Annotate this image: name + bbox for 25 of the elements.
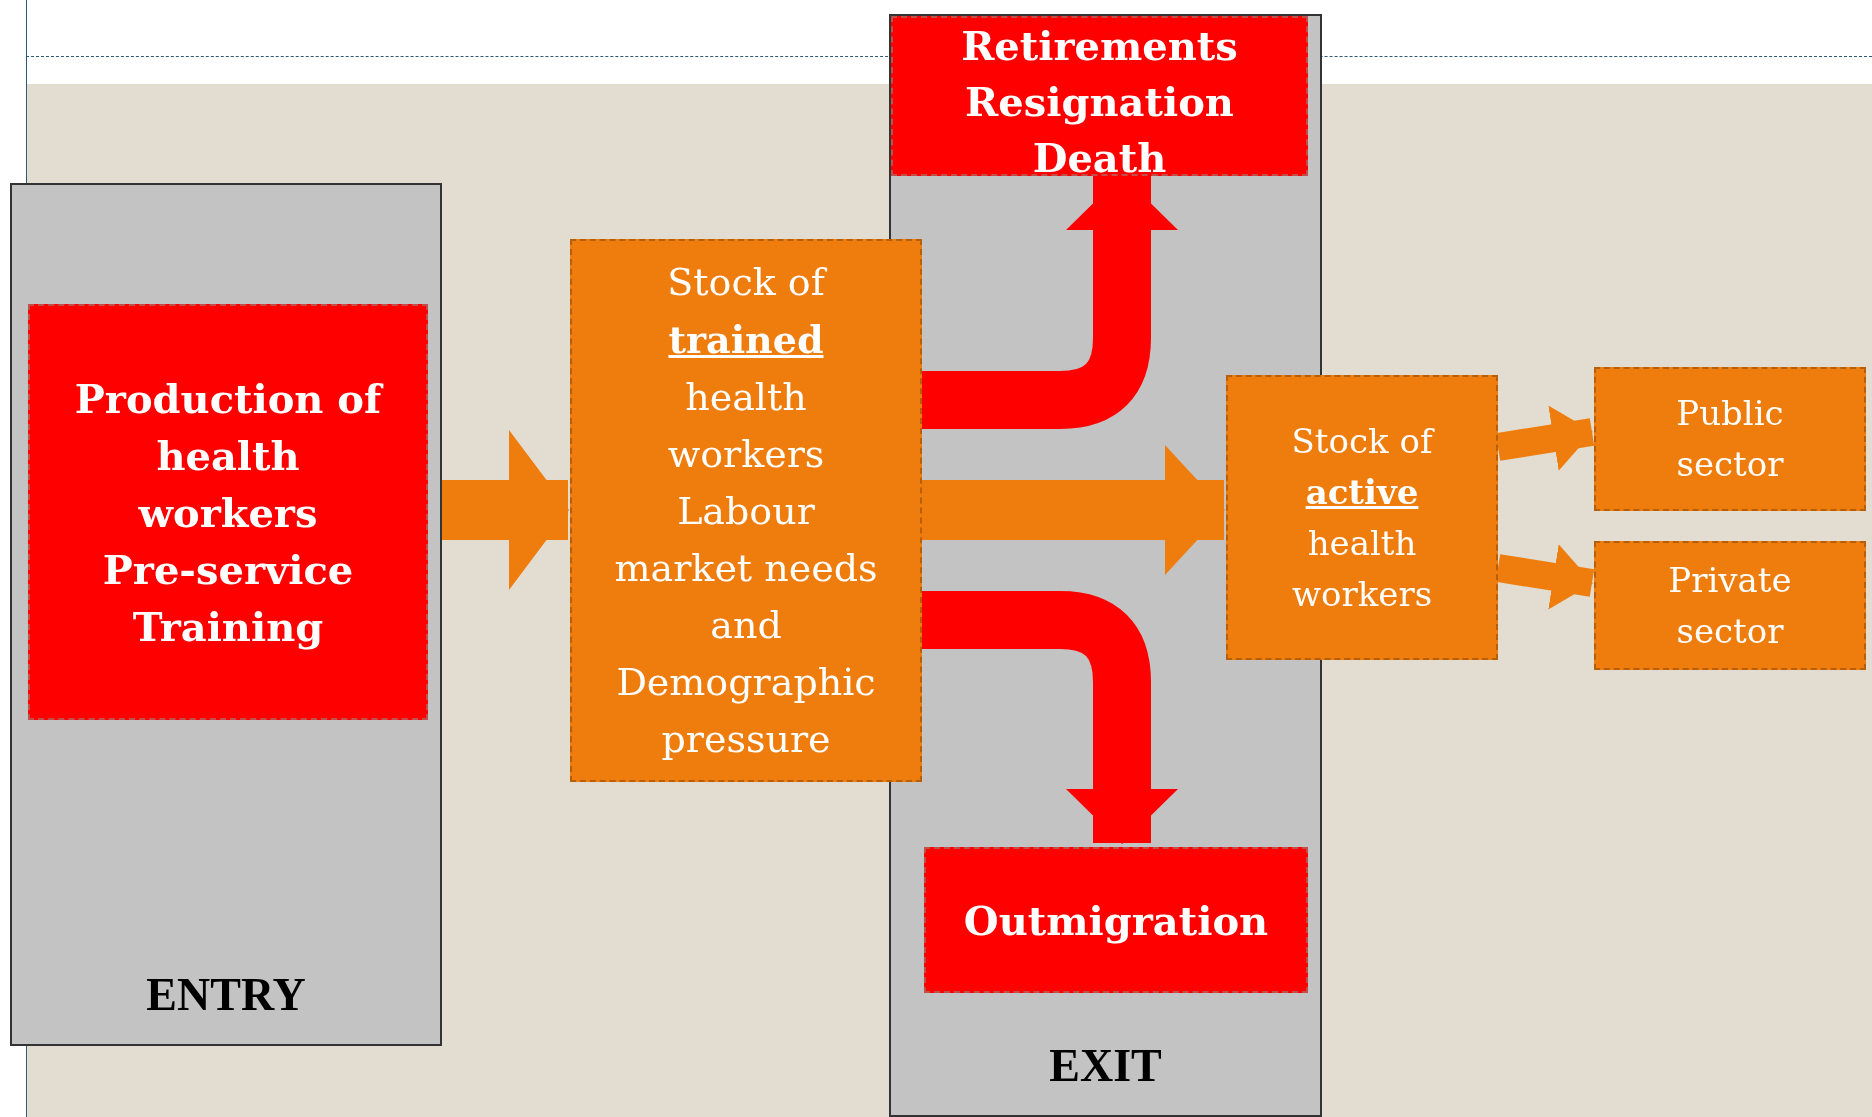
block-arrow	[1495, 405, 1595, 471]
box-text: Pre-service Training	[101, 544, 355, 652]
box-text: Retirements	[961, 21, 1238, 71]
box-text: Public sector	[1675, 392, 1785, 486]
block-arrow	[922, 445, 1225, 575]
stage-label: EXIT	[1049, 1041, 1162, 1091]
process-box	[1594, 367, 1866, 511]
box-text: Death	[1032, 133, 1167, 183]
box-text: Stock of active health workers	[1290, 419, 1436, 616]
stage-label: ENTRY	[146, 970, 306, 1020]
box-text: Resignation	[965, 77, 1234, 127]
stage-panel	[10, 183, 442, 1046]
box-text: Private sector	[1667, 558, 1793, 653]
box-text: Production of health workers	[73, 373, 385, 538]
process-box	[570, 239, 922, 782]
process-box	[1594, 541, 1866, 670]
box-text: Outmigration	[963, 895, 1269, 946]
block-arrow	[1495, 544, 1595, 610]
process-box	[924, 847, 1308, 993]
process-box	[891, 16, 1308, 176]
box-text: Labour market needs and Demographic pressure	[613, 487, 879, 763]
box-text: Stock of trained health workers	[666, 258, 828, 478]
process-box	[1226, 375, 1498, 660]
process-box	[28, 304, 428, 720]
block-arrow	[442, 430, 569, 590]
